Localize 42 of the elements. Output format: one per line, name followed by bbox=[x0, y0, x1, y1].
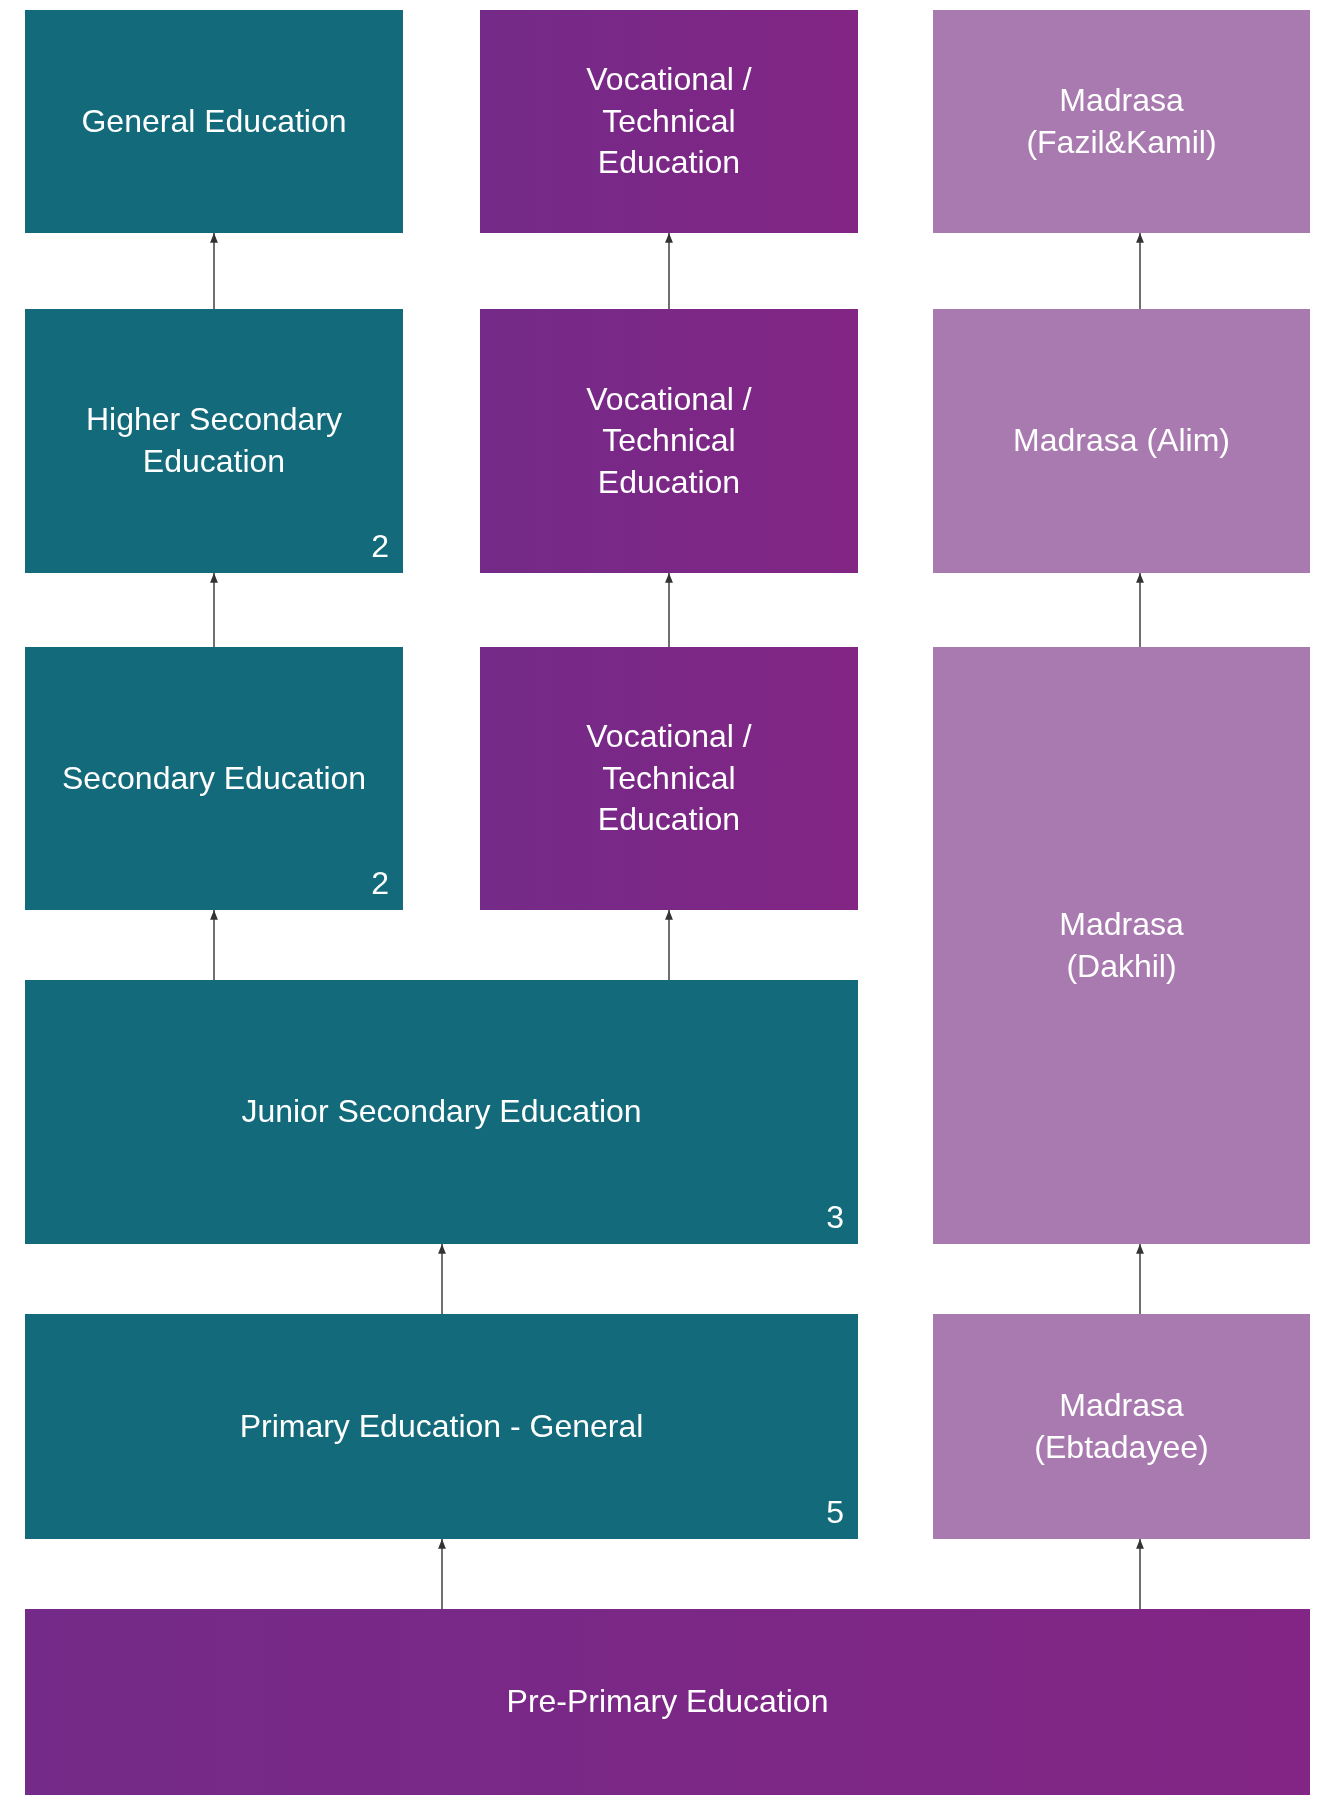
box-label: Vocational / Technical Education bbox=[585, 717, 753, 840]
education-box bbox=[25, 309, 403, 573]
education-box bbox=[933, 647, 1310, 1244]
box-label: Vocational / Technical Education bbox=[585, 379, 753, 502]
box-label: Madrasa (Dakhil) bbox=[1058, 904, 1185, 986]
arrow bbox=[1136, 1243, 1144, 1315]
arrow bbox=[665, 232, 673, 310]
arrow bbox=[210, 232, 218, 310]
arrow bbox=[210, 909, 218, 981]
education-box bbox=[25, 647, 403, 910]
arrow bbox=[1136, 572, 1144, 648]
arrow bbox=[210, 572, 218, 648]
education-box bbox=[25, 1314, 858, 1539]
arrow bbox=[665, 909, 673, 981]
education-box bbox=[933, 10, 1310, 233]
box-label: Madrasa (Ebtadayee) bbox=[1033, 1385, 1210, 1467]
box-label: Vocational / Technical Education bbox=[585, 60, 753, 183]
education-box bbox=[480, 10, 858, 233]
education-box bbox=[933, 309, 1310, 573]
arrow bbox=[665, 572, 673, 648]
box-label: Madrasa (Alim) bbox=[1013, 421, 1230, 461]
education-box bbox=[25, 10, 403, 233]
duration-number: 2 bbox=[371, 526, 389, 565]
box-label: Secondary Education bbox=[61, 758, 367, 798]
arrow bbox=[438, 1243, 446, 1315]
education-box bbox=[933, 1314, 1310, 1539]
box-label: Junior Secondary Education bbox=[241, 1092, 642, 1132]
education-box bbox=[25, 1609, 1310, 1795]
arrow bbox=[438, 1538, 446, 1610]
duration-number: 2 bbox=[371, 863, 389, 902]
box-label: General Education bbox=[81, 101, 347, 141]
box-label: Primary Education - General bbox=[239, 1406, 644, 1446]
arrow bbox=[1136, 232, 1144, 310]
education-box bbox=[25, 980, 858, 1244]
duration-number: 3 bbox=[826, 1197, 844, 1236]
arrow bbox=[1136, 1538, 1144, 1610]
box-label: Pre-Primary Education bbox=[506, 1682, 829, 1722]
education-box bbox=[480, 647, 858, 910]
education-box bbox=[480, 309, 858, 573]
duration-number: 5 bbox=[826, 1492, 844, 1531]
box-label: Higher Secondary Education bbox=[84, 400, 344, 481]
box-label: Madrasa (Fazil&Kamil) bbox=[1025, 80, 1218, 162]
